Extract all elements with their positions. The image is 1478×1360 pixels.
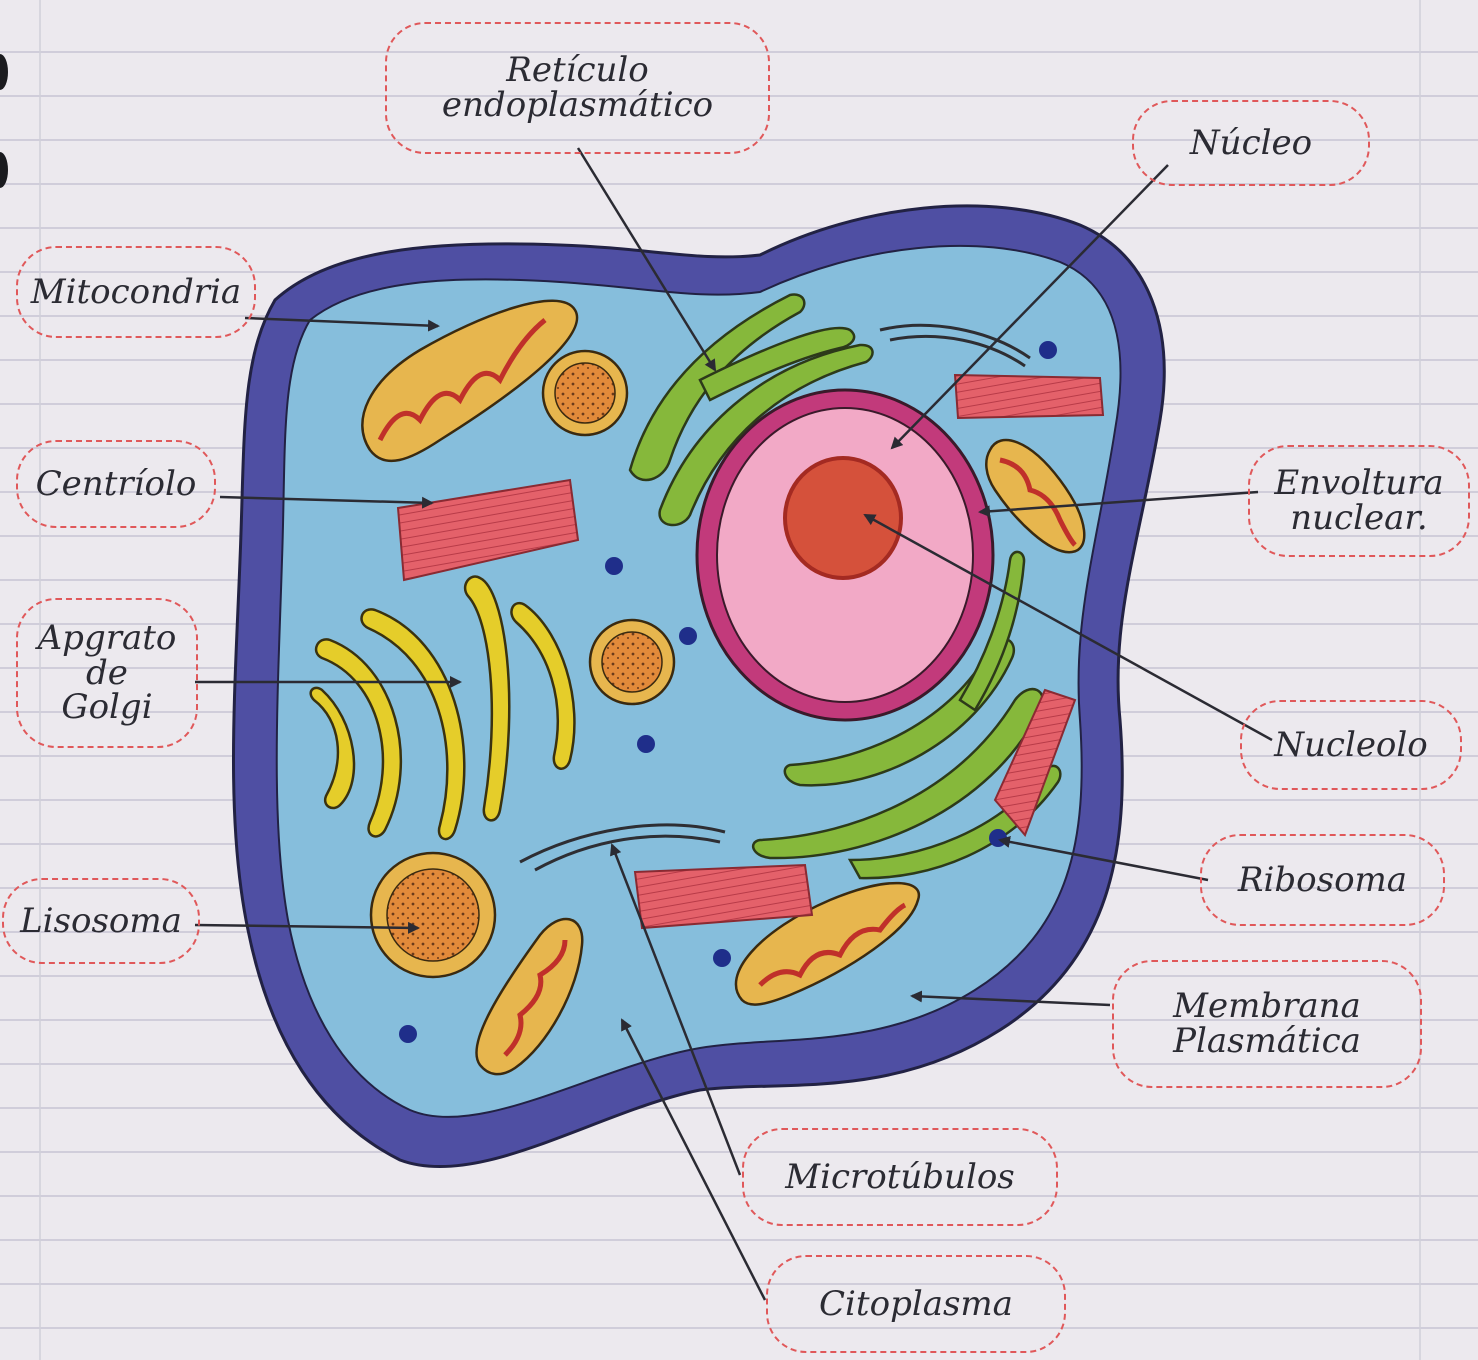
label-lisosoma: Lisosoma <box>2 878 200 964</box>
label-mitocondria: Mitocondria <box>16 246 256 338</box>
label-aparato-de-golgi: Apgrato de Golgi <box>16 598 198 748</box>
label-citoplasma: Citoplasma <box>766 1255 1066 1353</box>
label-envoltura-nuclear: Envoltura nuclear. <box>1248 445 1470 557</box>
label-reticulo-endoplasmatico: Retículo endoplasmático <box>385 22 770 154</box>
nucleolus <box>785 458 901 578</box>
label-ribosoma: Ribosoma <box>1200 834 1445 926</box>
label-nucleolo: Nucleolo <box>1240 700 1462 790</box>
label-centriolo: Centríolo <box>16 440 216 528</box>
nucleus <box>697 390 993 720</box>
label-microtubulos: Microtúbulos <box>742 1128 1058 1226</box>
label-membrana-plasmatica: Membrana Plasmática <box>1112 960 1422 1088</box>
label-nucleo: Núcleo <box>1132 100 1370 186</box>
